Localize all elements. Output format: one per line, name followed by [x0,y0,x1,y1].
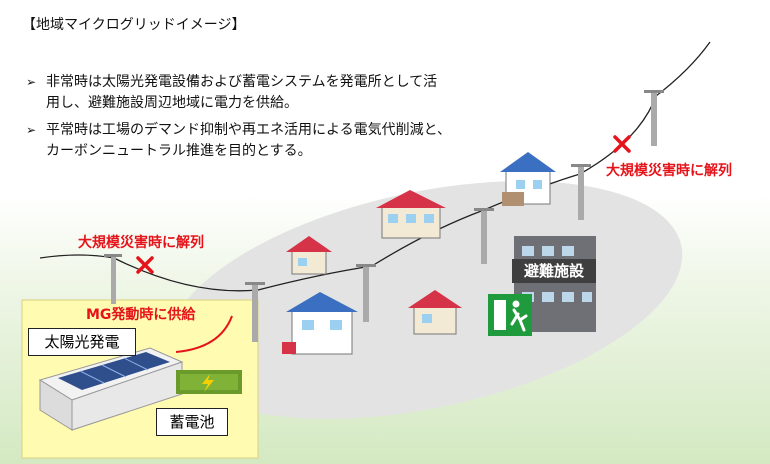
battery-bolt-icon [202,374,214,392]
utility-pole-6 [644,90,664,146]
utility-pole-3 [356,264,376,322]
utility-pole-1 [104,254,122,304]
house-red-roof-large [376,190,446,239]
battery-label: 蓄電池 [156,408,228,436]
emergency-exit-icon [488,294,532,336]
mg-supply-label: MG発動時に供給 [86,307,196,323]
shelter-label: 避難施設 [512,259,596,283]
mg-supply-link [175,315,233,353]
bullet-emergency-line2: 用し、避難施設周辺地域に電力を供給。 [46,95,298,111]
solar-power-label: 太陽光発電 [28,328,136,356]
disconnect-x-icon [613,135,631,153]
bullet-emergency-line1: 非常時は太陽光発電設備および蓄電システムを発電所として活 [46,74,438,90]
utility-pole-5 [571,164,591,220]
diagram-title: 【地域マイクログリッドイメージ】 [22,17,246,33]
house-blue-roof-large [500,152,556,206]
utility-pole-4 [474,208,494,264]
utility-pole-2 [245,282,265,342]
disconnect-x-icon [136,256,154,274]
disconnect-label-right: 大規模災害時に解列 [606,163,732,179]
bullet-arrow-icon: ➢ [26,123,37,137]
bullet-normal-line1: 平常時は工場のデマンド抑制や再エネ活用による電気代削減と、 [46,122,452,138]
house-red-roof-right [408,290,462,335]
disconnect-label-left: 大規模災害時に解列 [78,235,204,251]
bullet-normal-line2: カーボンニュートラル推進を目的とする。 [46,143,312,159]
house-red-roof-small [286,236,332,275]
bullet-arrow-icon: ➢ [26,75,37,89]
house-blue-roof-bottom [282,292,358,355]
factory-solar-panels [38,347,184,431]
power-line [39,41,711,292]
